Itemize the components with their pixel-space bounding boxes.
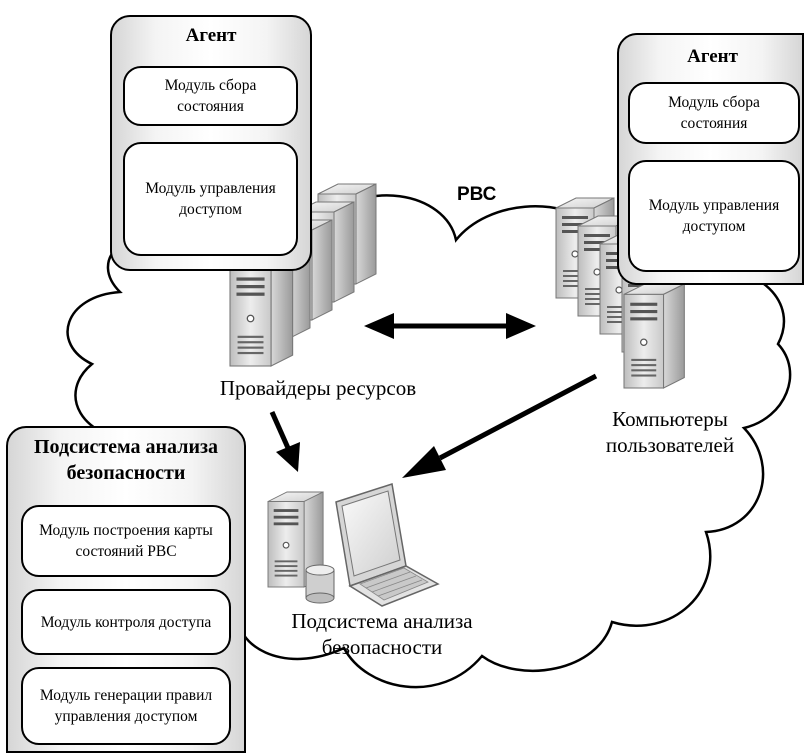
- module-state-collection-right: Модуль сбора состояния: [628, 82, 800, 144]
- module-access-control-right: Модуль управления доступом: [628, 160, 800, 272]
- arrow-providers-subsystem: [269, 410, 300, 472]
- database-icon: [305, 564, 335, 604]
- network-label: РВС: [457, 184, 497, 205]
- module-access-control-left: Модуль управления доступом: [123, 142, 298, 256]
- laptop-icon: [335, 483, 440, 607]
- module-state-map: Модуль построения карты состояний РВС: [21, 505, 231, 577]
- arrow-providers-users: [364, 313, 536, 339]
- module-access-control: Модуль контроля доступа: [21, 589, 231, 655]
- subsystem-label: Подсистема анализа безопасности: [291, 609, 473, 659]
- module-rule-generation: Модуль генерации правил управления досту…: [21, 667, 231, 745]
- arrow-users-subsystem: [402, 373, 598, 478]
- module-state-collection-left: Модуль сбора состояния: [123, 66, 298, 126]
- agent-title: Агент: [185, 25, 237, 46]
- agent-title: Агент: [687, 46, 738, 67]
- providers-label: Провайдеры ресурсов: [219, 376, 417, 400]
- security-panel-title: Подсистема анализа безопасности: [33, 436, 219, 484]
- users-label: Компьютеры пользователей: [605, 407, 735, 457]
